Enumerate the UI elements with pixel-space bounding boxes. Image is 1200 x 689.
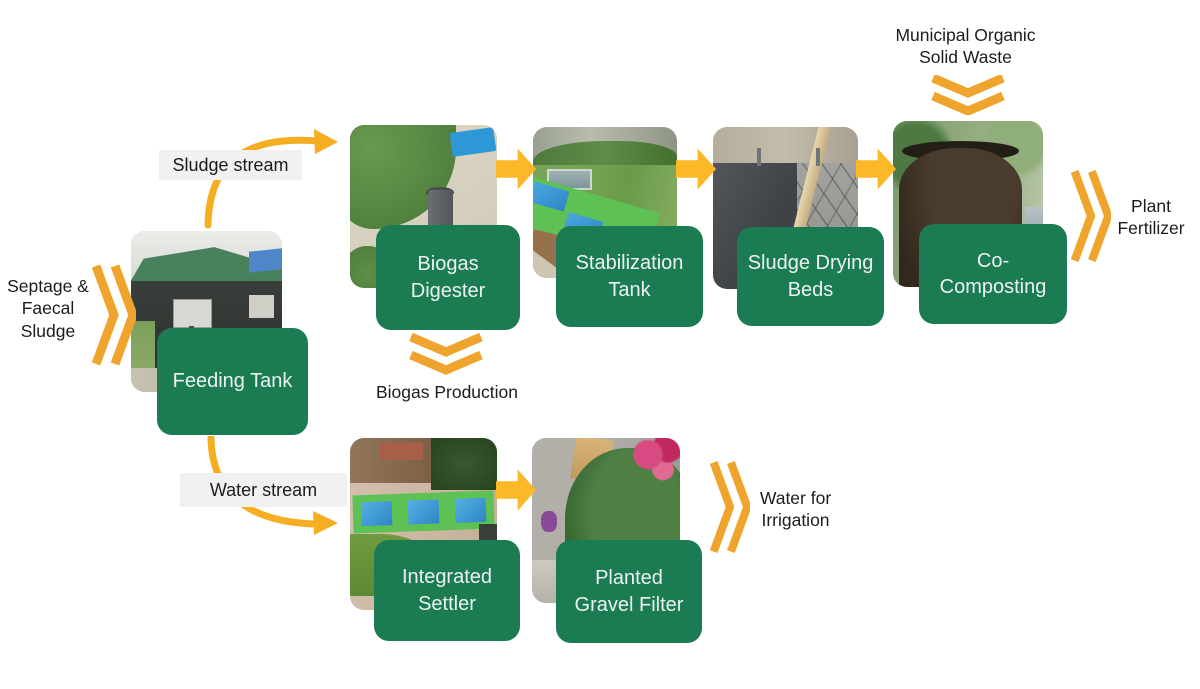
flow-arrow-settler-to-gravel-filter <box>496 469 536 511</box>
chevron-down-icon <box>409 333 483 375</box>
stage-label-biogas-digester: Biogas Digester <box>376 225 520 330</box>
stage-label-sludge-drying-beds: Sludge Drying Beds <box>737 227 884 326</box>
chevron-right-icon <box>92 264 136 366</box>
water-stream-label: Water stream <box>180 473 347 507</box>
caption-plant-fertilizer: Plant Fertilizer <box>1117 196 1185 239</box>
stage-label-stabilization-tank: Stabilization Tank <box>556 226 703 327</box>
flow-arrow-stabilization-to-drying <box>676 148 716 190</box>
chevron-right-icon <box>1071 170 1111 262</box>
caption-biogas-production: Biogas Production <box>375 382 519 402</box>
stage-label-feeding-tank: Feeding Tank <box>157 328 308 435</box>
stage-label-planted-gravel-filter: Planted Gravel Filter <box>556 540 702 643</box>
caption-water-for-irrigation: Water for Irrigation <box>759 488 832 531</box>
caption-septage-faecal-sludge: Septage & Faecal Sludge <box>7 276 89 341</box>
stage-label-co-composting: Co- Composting <box>919 224 1067 324</box>
flow-arrow-digester-to-stabilization <box>496 148 536 190</box>
flow-arrow-drying-to-composting <box>856 148 896 190</box>
chevron-down-icon <box>931 75 1005 115</box>
caption-municipal-organic-solid-waste: Municipal Organic Solid Waste <box>895 25 1036 68</box>
chevron-right-icon <box>710 461 750 553</box>
sludge-stream-label: Sludge stream <box>159 150 302 180</box>
stage-label-integrated-settler: Integrated Settler <box>374 540 520 641</box>
